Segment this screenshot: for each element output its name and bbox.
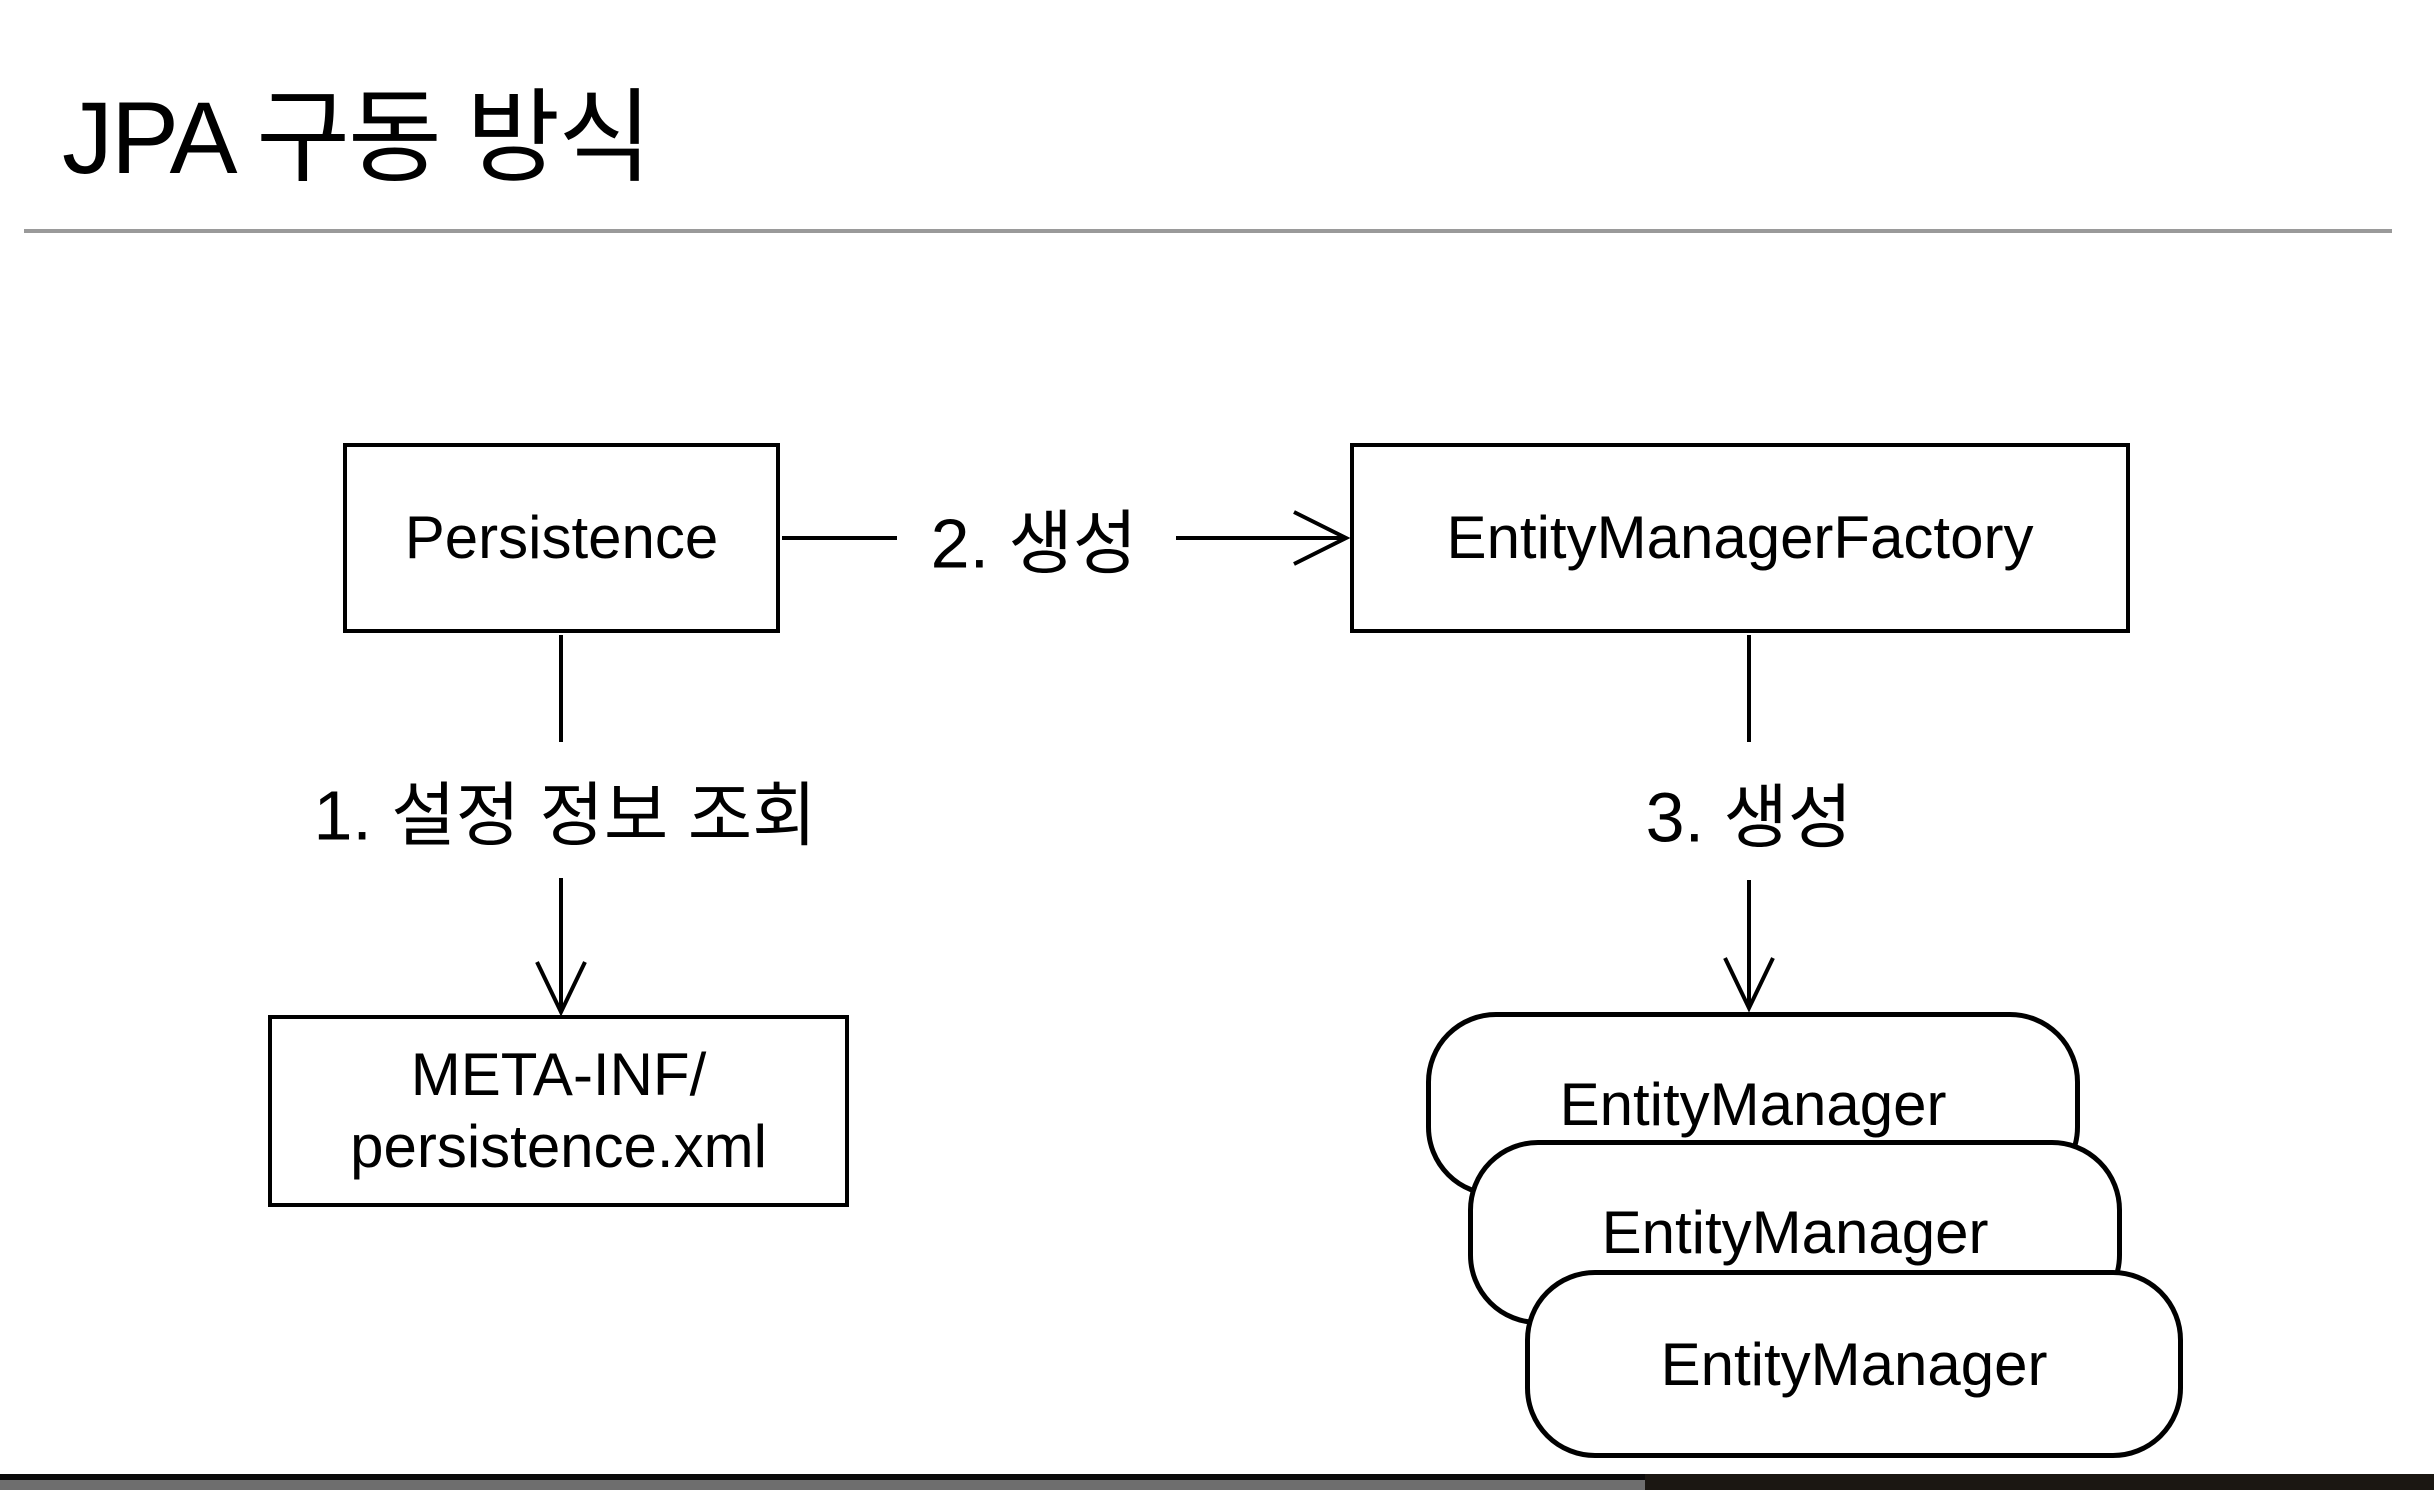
node-meta-inf-line2: persistence.xml: [350, 1113, 767, 1180]
node-meta-inf-line1: META-INF/: [410, 1041, 707, 1108]
title-divider: [24, 229, 2392, 233]
node-meta-inf: META-INF/ persistence.xml: [268, 1015, 849, 1207]
node-entity-manager-2-label: EntityManager: [1601, 1199, 1989, 1266]
node-entity-manager-3: EntityManager: [1525, 1270, 2183, 1458]
node-entity-manager-factory: EntityManagerFactory: [1350, 443, 2130, 633]
edge-label-step2: 2. 생성: [930, 504, 1138, 583]
node-persistence-label: Persistence: [404, 504, 719, 571]
node-entity-manager-factory-label: EntityManagerFactory: [1446, 504, 2034, 571]
footer-taskbar-gray: [0, 1480, 1645, 1490]
edge-label-step1: 1. 설정 정보 조회: [313, 776, 817, 855]
step3-arrowhead-icon: [1723, 957, 1775, 1013]
step1-arrowhead-icon: [535, 961, 587, 1017]
footer-top-border: [0, 1474, 2434, 1480]
edge-label-step3: 3. 생성: [1645, 778, 1853, 857]
footer-taskbar-dark: [1645, 1474, 2434, 1490]
page-title: JPA 구동 방식: [62, 81, 652, 195]
step2-arrowhead-icon: [1293, 510, 1351, 566]
node-persistence: Persistence: [343, 443, 780, 633]
node-entity-manager-3-label: EntityManager: [1660, 1330, 2048, 1398]
node-entity-manager-1-label: EntityManager: [1559, 1071, 1947, 1138]
